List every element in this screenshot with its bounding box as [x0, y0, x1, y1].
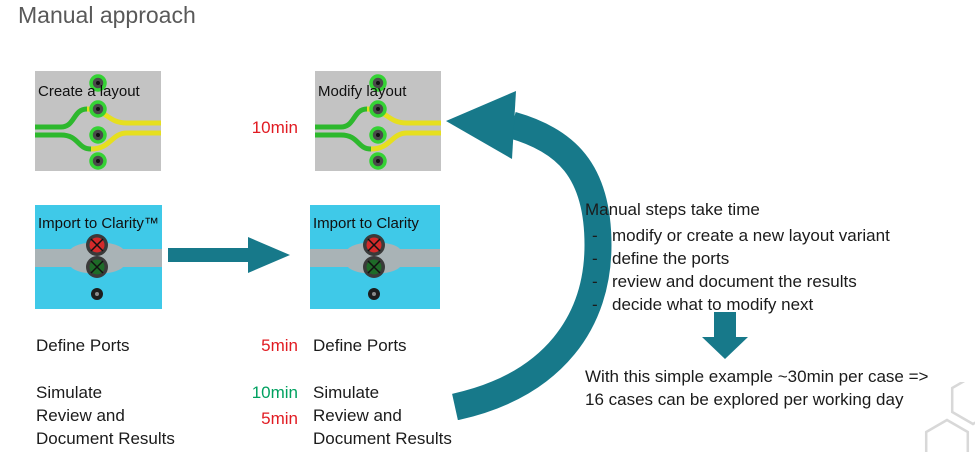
bullet-dash: -	[592, 295, 598, 314]
simulate-line: Simulate	[36, 383, 103, 402]
document-line: Document Results	[36, 429, 175, 448]
define-ports-label-left: Define Ports	[36, 336, 130, 355]
import-clarity-label-left: Import to Clarity™	[38, 215, 159, 232]
bullet-item: - modify or create a new layout variant	[592, 224, 890, 247]
define-ports-time: 5min	[261, 336, 298, 355]
clarity-model-icon	[35, 205, 162, 309]
bullet-item: - decide what to modify next	[592, 293, 890, 316]
modify-time-label: 10min	[251, 118, 298, 137]
clarity-model-icon	[310, 205, 440, 309]
hexagon-decoration	[895, 374, 975, 457]
bullet-text: modify or create a new layout variant	[612, 226, 890, 245]
conclusion-line: 16 cases can be explored per working day	[585, 390, 904, 409]
simulate-label-middle: Simulate	[313, 383, 380, 402]
arrow-right-icon	[168, 237, 290, 278]
create-layout-label: Create a layout	[38, 83, 140, 100]
create-layout-thumbnail: Create a layout	[35, 71, 161, 171]
modify-layout-thumbnail: Modify layout	[315, 71, 441, 171]
review-line: Review and	[36, 406, 125, 425]
import-clarity-thumbnail-right: Import to Clarity	[310, 205, 440, 309]
manual-steps-bullets: - modify or create a new layout variant …	[592, 224, 890, 316]
page-title: Manual approach	[18, 2, 196, 28]
define-ports-label-middle: Define Ports	[313, 336, 407, 355]
pcb-layout-icon	[35, 71, 161, 171]
import-clarity-label-right: Import to Clarity	[313, 215, 419, 232]
bullet-text: decide what to modify next	[612, 295, 814, 314]
pcb-layout-icon	[315, 71, 441, 171]
conclusion-text: With this simple example ~30min per case…	[585, 365, 928, 411]
bullet-item: - define the ports	[592, 247, 890, 270]
loop-arrow-icon	[430, 85, 615, 425]
simulate-block-left: Simulate Review and Document Results	[36, 381, 175, 450]
simulate-time: 10min	[251, 383, 298, 402]
conclusion-line: With this simple example ~30min per case…	[585, 367, 929, 386]
bullet-dash: -	[592, 249, 598, 268]
bullet-text: define the ports	[612, 249, 730, 268]
manual-steps-heading: Manual steps take time	[585, 200, 760, 219]
bullet-item: - review and document the results	[592, 270, 890, 293]
down-arrow-icon	[702, 312, 748, 364]
bullet-text: review and document the results	[612, 272, 857, 291]
review-time: 5min	[261, 409, 298, 428]
review-label-middle: Review and	[313, 406, 402, 425]
import-clarity-thumbnail-left: Import to Clarity™	[35, 205, 162, 309]
modify-layout-label: Modify layout	[318, 83, 407, 100]
bullet-dash: -	[592, 272, 598, 291]
bullet-dash: -	[592, 226, 598, 245]
document-label-middle: Document Results	[313, 429, 452, 448]
